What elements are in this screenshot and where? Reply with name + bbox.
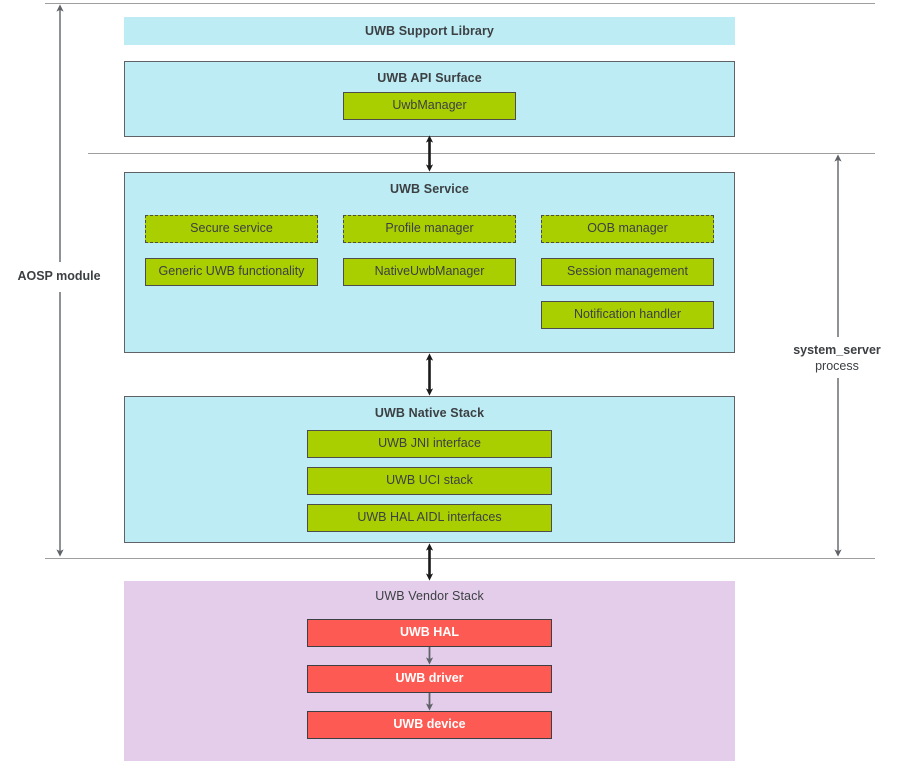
layer-native-stack-title: UWB Native Stack	[374, 406, 485, 420]
label-system-server-regular: process	[815, 358, 859, 373]
layer-support-library: UWB Support Library	[124, 17, 735, 45]
layer-api-surface: UWB API Surface	[124, 61, 735, 137]
module-oob-manager[interactable]: OOB manager	[541, 215, 714, 243]
layer-uwb-service-title: UWB Service	[390, 182, 469, 196]
layer-api-surface-title: UWB API Surface	[377, 71, 482, 85]
label-aosp-module: AOSP module	[0, 269, 118, 285]
module-uwb-driver[interactable]: UWB driver	[307, 665, 552, 693]
module-nativeuwbmanager[interactable]: NativeUwbManager	[343, 258, 516, 286]
label-system-server-process: system_server process	[778, 343, 896, 374]
module-uwb-hal[interactable]: UWB HAL	[307, 619, 552, 647]
module-uwb-hal-aidl-interfaces[interactable]: UWB HAL AIDL interfaces	[307, 504, 552, 532]
label-aosp-module-bold: AOSP module	[17, 269, 101, 283]
module-profile-manager[interactable]: Profile manager	[343, 215, 516, 243]
separator-top	[45, 3, 875, 4]
module-uwb-jni-interface[interactable]: UWB JNI interface	[307, 430, 552, 458]
module-uwbmanager[interactable]: UwbManager	[343, 92, 516, 120]
module-notification-handler[interactable]: Notification handler	[541, 301, 714, 329]
module-generic-uwb-functionality[interactable]: Generic UWB functionality	[145, 258, 318, 286]
separator-bottom	[45, 558, 875, 559]
module-uwb-device[interactable]: UWB device	[307, 711, 552, 739]
layer-vendor-stack-title: UWB Vendor Stack	[375, 589, 484, 603]
module-secure-service[interactable]: Secure service	[145, 215, 318, 243]
layer-support-library-title: UWB Support Library	[365, 24, 494, 38]
module-uwb-uci-stack[interactable]: UWB UCI stack	[307, 467, 552, 495]
separator-api-service	[88, 153, 875, 154]
label-system-server-bold: system_server	[793, 343, 881, 357]
module-session-management[interactable]: Session management	[541, 258, 714, 286]
